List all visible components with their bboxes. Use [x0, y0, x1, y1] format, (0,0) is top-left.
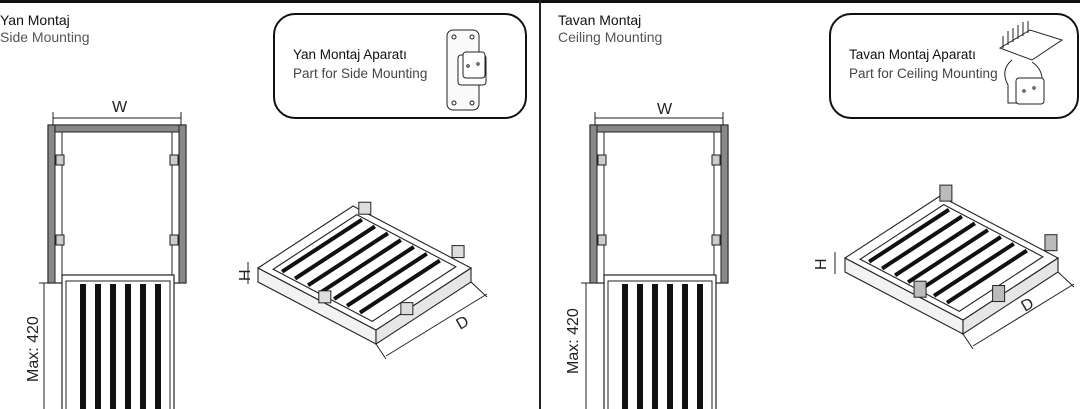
dimension-tick	[1057, 271, 1075, 288]
basket-bar	[637, 284, 643, 409]
part-en: Part for Ceiling Mounting	[849, 66, 998, 81]
cabinet-outline	[589, 124, 729, 284]
basket-bar	[667, 284, 673, 409]
ceiling-bracket	[597, 154, 607, 166]
basket-bar	[110, 284, 116, 409]
basket-bar	[155, 284, 161, 409]
side-bracket	[358, 201, 372, 215]
basket-bar	[893, 221, 976, 278]
title-tr: Yan Montaj	[0, 12, 70, 28]
cabinet-top-panel	[589, 124, 729, 133]
title-en: Ceiling Mounting	[558, 29, 663, 45]
side-bracket	[400, 302, 414, 316]
title-tr: Tavan Montaj	[558, 12, 642, 28]
ceiling-bracket	[992, 285, 1006, 303]
title-en: Side Mounting	[0, 29, 90, 45]
basket-bar	[868, 207, 951, 264]
basket-bar	[358, 258, 441, 315]
basket-bar	[125, 284, 131, 409]
basket-bar	[332, 245, 415, 301]
basket-bar	[945, 248, 1028, 305]
side-bracket	[451, 245, 465, 259]
ceiling-mounting-title: Tavan Montaj Ceiling Mounting	[558, 12, 662, 46]
ceiling-bracket	[711, 234, 721, 246]
basket-bar	[622, 284, 628, 409]
basket-bar	[294, 224, 376, 281]
ceiling-bracket	[711, 154, 721, 166]
basket-bar	[345, 252, 428, 308]
basket-bar	[881, 214, 963, 271]
part-en: Part for Side Mounting	[293, 66, 428, 81]
basket-bar	[281, 217, 364, 274]
dimension-tick	[375, 343, 387, 360]
panel-divider	[539, 0, 541, 409]
part-tr: Tavan Montaj Aparatı	[849, 47, 976, 62]
cabinet-top-panel	[47, 124, 187, 133]
cabinet-right-panel	[720, 124, 729, 284]
ceiling-bracket	[913, 280, 927, 298]
side-bracket	[169, 154, 179, 166]
basket-bar	[932, 242, 1015, 298]
basket-bar	[682, 284, 688, 409]
cabinet-right-panel	[178, 124, 187, 284]
side-bracket	[169, 234, 179, 246]
ceiling-bracket	[939, 184, 953, 202]
basket-bar	[306, 231, 389, 288]
dimension-tick	[962, 333, 974, 350]
height-label: H	[813, 258, 830, 270]
max-depth-label: Max: 420	[565, 308, 582, 374]
depth-dimension-line	[972, 283, 1075, 347]
basket-bar	[697, 284, 703, 409]
basket-bar	[80, 284, 86, 409]
basket-bar	[140, 284, 146, 409]
height-label: H	[237, 269, 254, 281]
ceiling-bracket	[597, 234, 607, 246]
side-mounting-title: Yan Montaj Side Mounting	[0, 12, 90, 46]
cabinet-left-panel	[47, 124, 56, 284]
basket-bar	[319, 238, 402, 294]
part-tr: Yan Montaj Aparatı	[293, 47, 407, 62]
width-label: W	[112, 99, 128, 116]
ceiling-bracket	[1044, 234, 1058, 252]
basket-bar	[95, 284, 101, 409]
basket-bar	[652, 284, 658, 409]
depth-label: D	[1019, 295, 1038, 316]
basket-bar	[906, 228, 989, 284]
cabinet-outline	[47, 124, 187, 284]
cabinet-left-panel	[589, 124, 598, 284]
basket-inner-frame	[607, 280, 713, 409]
side-bracket-icon	[446, 29, 487, 111]
side-bracket	[55, 154, 65, 166]
basket-inner-frame	[65, 280, 171, 409]
side-bracket	[318, 290, 332, 304]
basket-inner-frame	[272, 214, 457, 322]
dimension-tick	[470, 281, 488, 298]
basket-bar	[919, 235, 1002, 291]
width-label: W	[657, 101, 673, 118]
max-depth-label: Max: 420	[25, 316, 42, 382]
side-bracket	[55, 234, 65, 246]
ceiling-bracket-icon	[998, 21, 1064, 105]
depth-dimension-line	[385, 293, 488, 357]
depth-label: D	[454, 313, 473, 334]
